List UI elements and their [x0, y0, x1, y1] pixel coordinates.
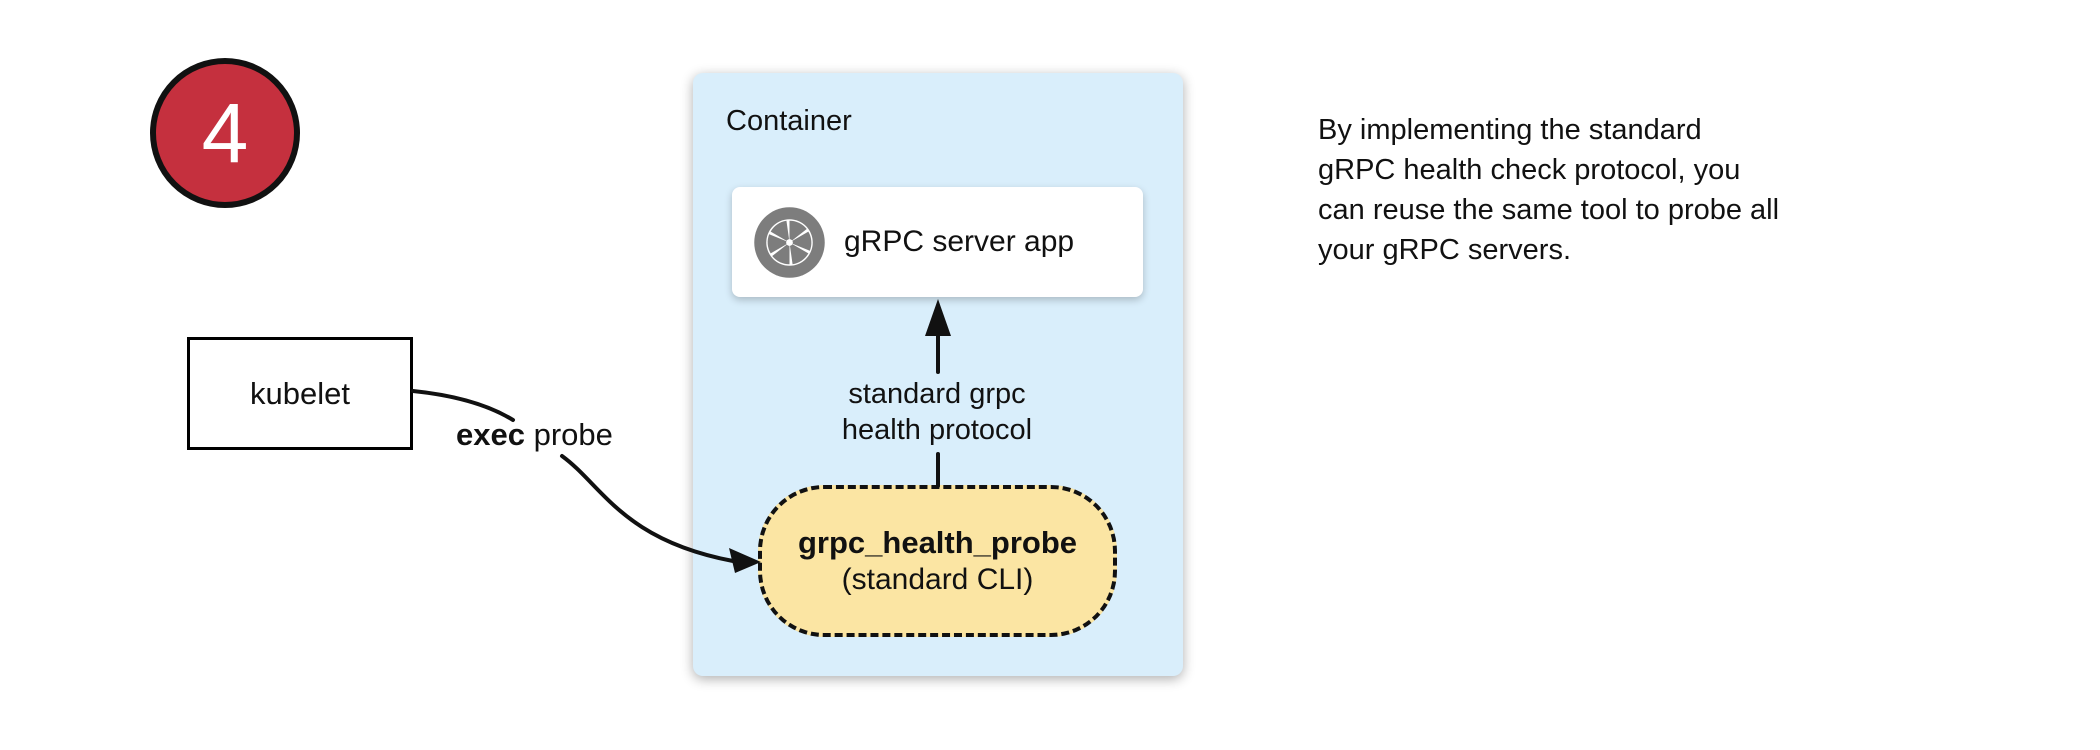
step-number: 4 [201, 86, 249, 180]
aperture-shutter-icon [754, 206, 825, 278]
health-probe-title: grpc_health_probe [797, 525, 1078, 561]
exec-probe-label-rest: probe [524, 417, 613, 452]
kubelet-label: kubelet [250, 375, 350, 411]
step-number-badge: 4 [150, 58, 300, 208]
health-protocol-label-line2: health protocol [841, 414, 1033, 446]
note-line: can reuse the same tool to probe all [1318, 194, 1780, 226]
kubelet-node: kubelet [187, 337, 413, 450]
health-protocol-label: standard grpc health protocol [787, 376, 1087, 448]
note-line: gRPC health check protocol, you [1318, 154, 1741, 186]
health-probe-subtitle: (standard CLI) [841, 562, 1034, 596]
note-line: By implementing the standard [1318, 114, 1702, 146]
container-label: Container [726, 105, 852, 137]
exec-probe-label-bold: exec [456, 417, 525, 452]
note-paragraph: By implementing the standard gRPC health… [1318, 110, 1838, 270]
note-line: your gRPC servers. [1318, 234, 1572, 266]
grpc-server-label: gRPC server app [844, 225, 1075, 258]
exec-probe-label: exec probe [456, 417, 613, 453]
grpc-server-node: gRPC server app [732, 187, 1143, 297]
health-protocol-label-line1: standard grpc [848, 378, 1026, 410]
health-probe-node: grpc_health_probe (standard CLI) [758, 485, 1117, 637]
